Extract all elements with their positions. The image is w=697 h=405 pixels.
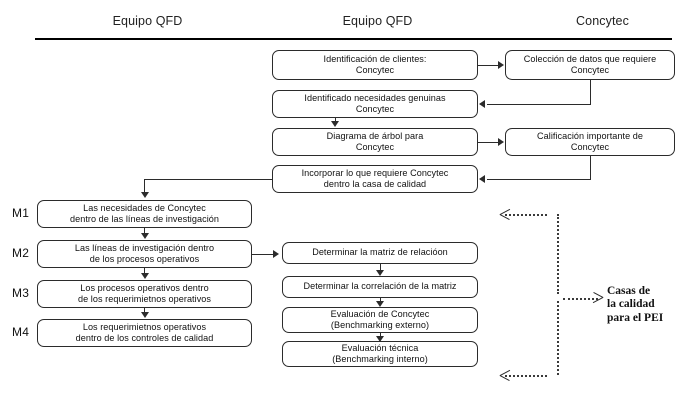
arrowhead-down (140, 233, 149, 239)
connector-m2-to-m3 (144, 268, 146, 274)
arrowhead-left (479, 100, 485, 108)
node-line-2: Concytec (570, 142, 610, 152)
node-line-1: Evaluación técnica (341, 342, 419, 353)
node-identificado-necesidades-genuinas[interactable]: Identificado necesidades genuinas Concyt… (272, 90, 478, 118)
node-line-2: Concytec (570, 65, 610, 75)
connector-calificacion-down (590, 156, 592, 179)
column-header-concytec: Concytec (576, 14, 629, 28)
node-line-2: Concytec (355, 104, 395, 114)
node-line-1: Calificación importante de (537, 130, 643, 141)
node-line-2: (Benchmarking interno) (332, 354, 428, 364)
brace-middle-segment (563, 298, 598, 300)
node-m4-los-requerimientos-operativos[interactable]: Los requerimietnos operativos dentro de … (37, 319, 252, 347)
node-line-2: dentro de los controles de calidad (75, 333, 214, 343)
column-header-equipo-qfd-mid: Equipo QFD (342, 14, 413, 28)
arrowhead-down (140, 273, 149, 279)
connector-evaluacion-to-tecnica (379, 333, 381, 337)
arrowhead-down (376, 301, 384, 307)
connector-m3-to-m4 (144, 308, 146, 313)
node-diagrama-de-arbol[interactable]: Diagrama de árbol para Concytec (272, 128, 478, 156)
node-m2-las-lineas-de-investigacion[interactable]: Las líneas de investigación dentro de lo… (37, 240, 252, 268)
node-line-2: dentro la casa de calidad (323, 179, 427, 189)
node-line-1: Los requerimietnos operativos (82, 321, 207, 332)
node-line-1: Determinar la matriz de relacióon (312, 247, 448, 258)
brace-lower-spine (557, 301, 559, 375)
brace-bottom-segment (505, 375, 547, 377)
node-line-2: Concytec (355, 65, 395, 75)
node-m3-los-procesos-operativos[interactable]: Los procesos operativos dentro de los re… (37, 280, 252, 308)
node-coleccion-de-datos[interactable]: Colección de datos que requiere Concytec (505, 50, 675, 80)
node-line-2: de los requerimietnos operativos (77, 294, 212, 304)
node-line-1: Las necesidades de Concytec (83, 202, 206, 213)
node-m1-las-necesidades-de-concytec[interactable]: Las necesidades de Concytec dentro de la… (37, 200, 252, 228)
connector-arbol-to-calificacion (478, 141, 499, 143)
node-line-1: Colección de datos que requiere (523, 53, 657, 64)
arrowhead-down (376, 270, 384, 276)
brace-caption-casas-de-la-calidad: Casas de la calidad para el PEI (607, 285, 664, 324)
connector-coleccion-down (590, 80, 592, 104)
connector-calificacion-to-incorporar (487, 178, 591, 180)
node-line-1: Identificación de clientes: (323, 53, 427, 64)
node-identificacion-de-clientes[interactable]: Identificación de clientes: Concytec (272, 50, 478, 80)
milestone-label-m4: M4 (12, 325, 30, 339)
node-line-2: Concytec (355, 142, 395, 152)
node-line-1: Evaluación de Concytec (330, 308, 430, 319)
node-evaluacion-de-concytec[interactable]: Evaluación de Concytec (Benchmarking ext… (282, 307, 478, 333)
node-determinar-matriz-de-relacion[interactable]: Determinar la matriz de relacióon (282, 242, 478, 264)
arrowhead-down (331, 121, 339, 127)
node-line-1: Determinar la correlación de la matriz (303, 281, 457, 292)
connector-coleccion-to-necesidades (487, 103, 591, 105)
connector-clientes-to-coleccion (478, 64, 499, 66)
node-line-1: Los procesos operativos dentro (80, 282, 209, 293)
node-line-2: (Benchmarking externo) (330, 320, 430, 330)
header-divider-rule (35, 38, 672, 40)
milestone-label-m1: M1 (12, 206, 30, 220)
column-header-equipo-qfd-left: Equipo QFD (112, 14, 183, 28)
milestone-label-m3: M3 (12, 286, 30, 300)
arrowhead-right (498, 138, 504, 146)
brace-top-segment (505, 214, 547, 216)
node-line-2: dentro de las líneas de investigación (70, 214, 219, 224)
arrowhead-right (498, 61, 504, 69)
node-calificacion-importante[interactable]: Calificación importante de Concytec (505, 128, 675, 156)
node-evaluacion-tecnica[interactable]: Evaluación técnica (Benchmarking interno… (282, 341, 478, 367)
arrowhead-left (479, 175, 485, 183)
connector-m1-to-m2 (144, 228, 146, 234)
milestone-label-m2: M2 (12, 246, 30, 260)
node-determinar-correlacion-de-la-matriz[interactable]: Determinar la correlación de la matriz (282, 276, 478, 298)
connector-matriz-to-correlacion (379, 264, 381, 271)
connector-correlacion-to-evaluacion (379, 298, 381, 302)
node-line-1: Diagrama de árbol para (326, 130, 424, 141)
connector-m2-to-matriz (252, 253, 274, 255)
node-incorporar-casa-de-calidad[interactable]: Incorporar lo que requiere Concytec dent… (272, 165, 478, 193)
node-line-2: de los procesos operativos (89, 254, 200, 264)
node-line-1: Las líneas de investigación dentro (74, 242, 215, 253)
node-line-1: Incorporar lo que requiere Concytec (301, 167, 449, 178)
arrowhead-down (140, 192, 149, 198)
connector-incorporar-left (144, 178, 273, 180)
arrowhead-down (376, 336, 384, 342)
connector-necesidades-to-arbol (334, 118, 336, 122)
arrowhead-down (140, 312, 149, 318)
arrowhead-right (273, 250, 279, 258)
connector-incorporar-down (144, 178, 146, 193)
brace-upper-spine (557, 214, 559, 294)
node-line-1: Identificado necesidades genuinas (304, 92, 446, 103)
